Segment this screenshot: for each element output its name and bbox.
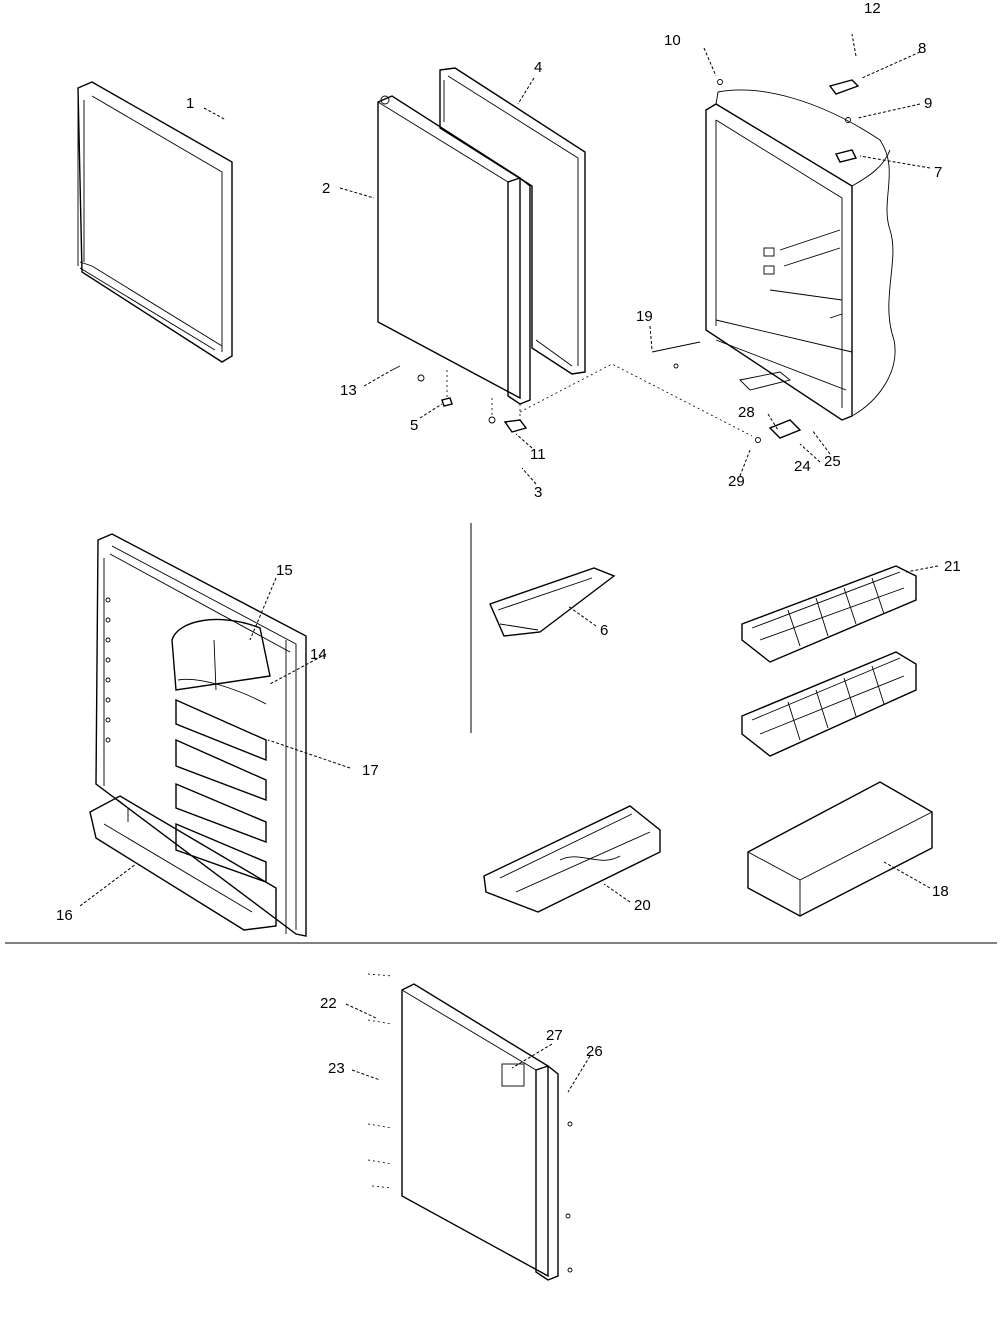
assembly-guide-line — [519, 363, 753, 437]
part-1-trim-frame — [77, 81, 233, 363]
callout-11: 11 — [530, 446, 546, 463]
callout-26: 26 — [586, 1043, 603, 1060]
part-15-door-liner — [95, 533, 307, 937]
callout-4: 4 — [534, 59, 542, 76]
callout-1: 1 — [186, 95, 194, 112]
part-17-door-bins — [175, 698, 267, 883]
callout-18: 18 — [932, 883, 949, 900]
callout-labels: 1 2 3 4 5 6 7 8 9 10 11 12 13 14 15 16 1… — [56, 0, 961, 1077]
part-2-door-panel — [377, 95, 531, 405]
callout-25: 25 — [824, 453, 841, 470]
part-21-ice-tray-upper — [741, 565, 917, 663]
callout-28: 28 — [738, 404, 755, 421]
callout-7: 7 — [934, 164, 942, 181]
cabinet-hardware — [651, 79, 860, 443]
callout-3: 3 — [534, 484, 542, 501]
part-27-label — [501, 1063, 525, 1087]
part-20-ice-bin — [483, 805, 661, 913]
cabinet-body — [705, 89, 896, 421]
callout-9: 9 — [924, 95, 932, 112]
callout-24: 24 — [794, 458, 811, 475]
callout-6: 6 — [600, 622, 608, 639]
callout-2: 2 — [322, 180, 330, 197]
callout-5: 5 — [410, 417, 418, 434]
callout-13: 13 — [340, 382, 357, 399]
part-14-dairy-compartment — [171, 618, 271, 705]
callout-20: 20 — [634, 897, 651, 914]
callout-17: 17 — [362, 762, 379, 779]
callout-15: 15 — [276, 562, 293, 579]
part-21-ice-tray-lower — [741, 651, 917, 757]
callout-21: 21 — [944, 558, 961, 575]
part-16-bottom-bin — [89, 795, 277, 931]
callout-23: 23 — [328, 1060, 345, 1077]
part-23-freezer-door — [401, 983, 559, 1281]
callout-12: 12 — [864, 0, 881, 17]
callout-10: 10 — [664, 32, 681, 49]
callout-16: 16 — [56, 907, 73, 924]
part-6-tray — [489, 567, 616, 637]
leader-lines — [79, 33, 939, 1093]
callout-14: 14 — [310, 646, 327, 663]
callout-19: 19 — [636, 308, 653, 325]
lower-door-screws — [367, 973, 573, 1273]
part-4-door-gasket — [439, 67, 586, 375]
callout-27: 27 — [546, 1027, 563, 1044]
door-hinge-hardware — [391, 365, 528, 433]
callout-8: 8 — [918, 40, 926, 57]
callout-29: 29 — [728, 473, 745, 490]
callout-22: 22 — [320, 995, 337, 1012]
part-18-crisper-pan — [747, 781, 933, 917]
